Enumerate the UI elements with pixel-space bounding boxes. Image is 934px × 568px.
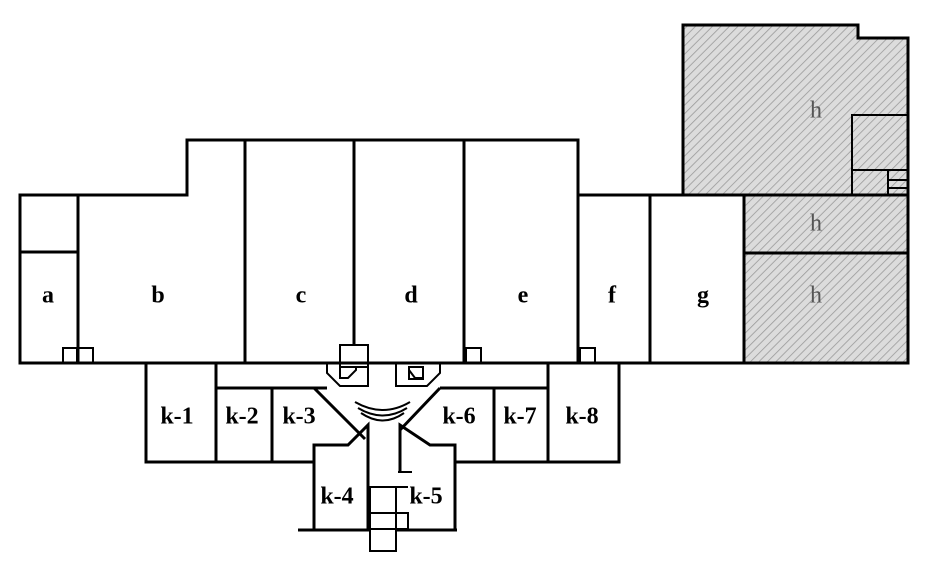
lobby-right-edge: [395, 363, 441, 387]
service-box-a: [62, 347, 78, 364]
entrance-arc: [357, 407, 408, 417]
room-label-k5: k-5: [409, 484, 442, 510]
service-box-e: [465, 347, 482, 364]
room-label-g: g: [697, 283, 709, 309]
entrance-column-mid: [369, 512, 397, 530]
lobby-left-inner: [339, 367, 357, 379]
k4-outline: [312, 421, 370, 530]
room-label-h-bottom: h: [810, 283, 822, 309]
stair-box-left: [339, 344, 369, 368]
service-box-b: [77, 347, 94, 364]
entrance-column-top: [369, 486, 397, 514]
room-label-h-top: h: [810, 98, 822, 124]
entrance-arc: [360, 412, 405, 422]
room-label-k2: k-2: [225, 404, 258, 430]
room-h-bottom: [742, 251, 910, 365]
entrance-arc: [354, 401, 411, 411]
main-outline: [18, 138, 744, 365]
room-label-b: b: [151, 283, 164, 309]
room-label-c: c: [296, 283, 307, 309]
room-label-k6: k-6: [442, 404, 475, 430]
h-inner-wall: [851, 114, 908, 195]
room-label-h-mid: h: [810, 211, 822, 237]
k-wing-outline: [455, 363, 621, 464]
room-label-k7: k-7: [503, 404, 536, 430]
lobby-left-edge: [326, 363, 369, 387]
room-label-a: a: [42, 283, 54, 309]
room-h-mid: [742, 193, 910, 255]
room-label-f: f: [608, 283, 617, 309]
room-label-e: e: [518, 283, 529, 309]
lobby-right-inner: [408, 367, 424, 379]
wall-k3-k4: [272, 386, 367, 441]
room-label-k1: k-1: [160, 404, 193, 430]
service-box-f: [579, 347, 596, 364]
entrance-side-box: [395, 512, 409, 530]
k5-outline: [398, 422, 457, 472]
room-label-d: d: [404, 283, 418, 309]
wall-k6-k5: [398, 386, 442, 432]
lobby-square: [408, 366, 424, 380]
room-label-k8: k-8: [565, 404, 598, 430]
entrance-column-base: [369, 528, 397, 552]
room-label-k3: k-3: [282, 404, 315, 430]
room-label-k4: k-4: [320, 484, 353, 510]
k-wing-outline: [144, 363, 314, 464]
wing-h: [681, 23, 910, 365]
